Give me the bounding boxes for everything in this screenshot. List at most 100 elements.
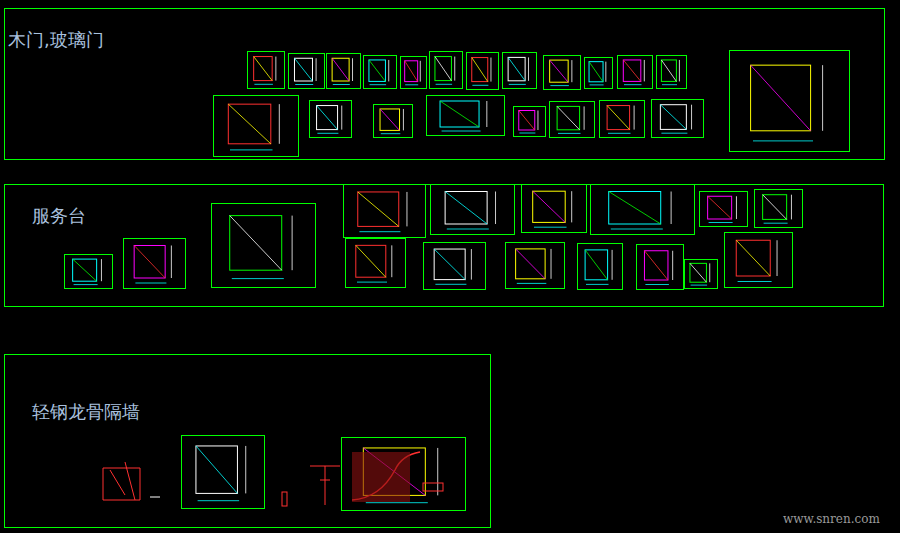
detail-line [228, 104, 270, 144]
detail-outline [516, 249, 546, 279]
detail-line [134, 246, 165, 279]
dimension-line [135, 283, 166, 284]
drawing-thumbnail [310, 101, 352, 138]
detail-line [434, 249, 465, 280]
dimension-line [232, 278, 284, 279]
thumbnail-frame [431, 185, 515, 235]
drawing-thumbnail [600, 101, 645, 138]
dimension-line [584, 106, 585, 129]
detail-outline [317, 106, 338, 130]
detail-outline [435, 57, 452, 81]
dimension-line [101, 259, 102, 281]
detail-line [254, 57, 273, 81]
drawing-thumbnail [431, 185, 515, 235]
thumbnail-frame [467, 53, 499, 90]
detail-line [230, 216, 282, 271]
thumbnail-frame [212, 204, 316, 288]
drawing-thumbnail [430, 52, 463, 89]
drawing-thumbnail [585, 58, 613, 89]
thumbnail-frame [618, 56, 653, 89]
drawing-thumbnail [401, 57, 427, 89]
dimension-line [709, 222, 733, 223]
dimension-line [245, 446, 246, 493]
thumbnail-frame [427, 96, 505, 136]
dimension-line [634, 106, 635, 130]
detail-outline [533, 191, 566, 222]
dimension-line [550, 85, 569, 86]
thumbnail-frame [430, 52, 463, 89]
dimension-line [519, 133, 535, 134]
dimension-line [316, 58, 317, 81]
detail-line [557, 106, 580, 129]
thumbnail-frame [591, 185, 695, 235]
detail-outline [589, 62, 603, 82]
detail-outline [228, 104, 270, 144]
drawing-thumbnail [591, 185, 695, 235]
dimension-line [295, 84, 313, 85]
dimension-line [605, 62, 606, 82]
dimension-line [586, 284, 609, 285]
drawing-thumbnail [544, 56, 581, 90]
detail-outline [254, 57, 273, 81]
dimension-line [753, 140, 813, 141]
dimension-line [352, 58, 353, 81]
detail-line [690, 263, 707, 282]
detail-outline [73, 259, 97, 281]
dimension-line [406, 192, 407, 226]
dimension-line [517, 283, 547, 284]
dimension-line [495, 192, 496, 225]
dimension-line [558, 133, 581, 134]
dimension-line [764, 223, 788, 224]
drawing-thumbnail [730, 51, 850, 152]
detail-outline [609, 192, 661, 225]
thumbnail-frame [725, 233, 793, 288]
dimension-line [317, 133, 338, 134]
drawing-thumbnail [700, 192, 748, 227]
thumbnail-frame [424, 243, 486, 290]
detail-line [644, 251, 668, 280]
dimension-line [150, 497, 160, 498]
dimension-line [528, 57, 529, 80]
drawing-thumbnail [685, 260, 718, 289]
thumbnail-frame [310, 101, 352, 138]
dimension-line [435, 284, 466, 285]
detail-outline [623, 60, 641, 81]
drawing-thumbnail [214, 96, 299, 157]
detail-line [440, 101, 479, 127]
detail-outline [708, 196, 732, 219]
dimension-line [662, 84, 677, 85]
dimension-line [333, 84, 350, 85]
thumbnail-frame [364, 56, 397, 89]
dimension-line [472, 85, 488, 86]
dimension-line [738, 281, 772, 282]
dimension-line [537, 111, 538, 131]
dimension-line [447, 229, 489, 230]
detail-outline [585, 250, 608, 280]
detail-line [317, 106, 338, 130]
thumbnail-frame [503, 53, 537, 89]
dimension-line [709, 263, 710, 282]
detail-line [356, 245, 386, 277]
detail-line [763, 195, 787, 220]
detail-outline [434, 249, 465, 280]
detail-outline [445, 192, 487, 225]
detail-line [332, 58, 349, 81]
detail-line [294, 58, 312, 81]
detail-outline [380, 109, 400, 130]
dimension-line [791, 195, 792, 220]
thumbnail-frame [401, 57, 427, 89]
detail-outline [440, 101, 479, 127]
thumbnail-frame [344, 185, 426, 238]
detail-outline [405, 61, 418, 82]
thumbnail-frame [550, 102, 595, 138]
watermark: www.snren.com [783, 512, 880, 526]
detail-outline [134, 246, 165, 279]
drawing-thumbnail [618, 56, 653, 89]
track-detail [423, 483, 443, 491]
thumbnail-frame [657, 56, 687, 89]
dimension-line [551, 249, 552, 279]
thumbnail-frame [755, 190, 803, 228]
category-band: 服务台 [4, 184, 884, 307]
drawing-thumbnail [364, 56, 397, 89]
